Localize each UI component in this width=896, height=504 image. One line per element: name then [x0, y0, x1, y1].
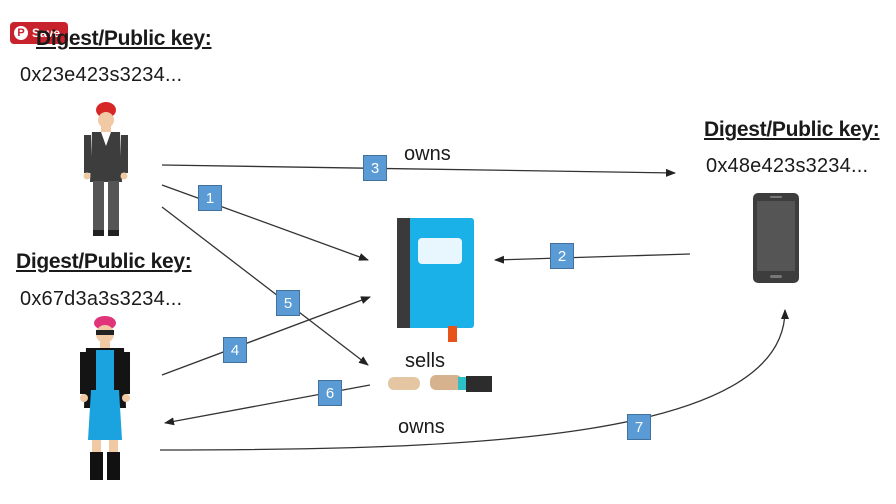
arrow-1: [161, 184, 369, 261]
sells-label: sells: [405, 350, 446, 372]
owns-label-bottom: owns: [398, 416, 445, 438]
person2-figure: [80, 316, 130, 480]
handshake-icon: [388, 375, 492, 392]
arrow-3: [161, 164, 676, 177]
arrow-7: [159, 309, 789, 451]
arrows: [159, 164, 789, 451]
person1-figure: [83, 102, 128, 236]
ledger-book-icon: [397, 218, 474, 342]
arrow-2: [494, 253, 691, 264]
step-badge-1: 1: [198, 185, 222, 211]
phone-key: 0x48e423s3234...: [706, 155, 869, 177]
arrow-5: [161, 206, 369, 366]
save-button-label: Save: [32, 26, 61, 40]
phone-heading: Digest/Public key:: [704, 118, 880, 141]
step-badge-3: 3: [363, 155, 387, 181]
step-badge-4: 4: [223, 337, 247, 363]
person2-key: 0x67d3a3s3234...: [20, 288, 183, 310]
save-button[interactable]: P Save: [10, 22, 69, 44]
step-badge-7: 7: [627, 414, 651, 440]
step-badge-5: 5: [276, 290, 300, 316]
arrow-4: [161, 296, 371, 376]
person2-heading: Digest/Public key:: [16, 250, 192, 273]
pinterest-icon: P: [14, 26, 28, 40]
phone-icon: [753, 193, 799, 283]
person1-key: 0x23e423s3234...: [20, 64, 183, 86]
step-badge-2: 2: [550, 243, 574, 269]
person1-heading: Digest/Public key:: [36, 27, 212, 50]
owns-label-top: owns: [404, 143, 451, 165]
step-badge-6: 6: [318, 380, 342, 406]
